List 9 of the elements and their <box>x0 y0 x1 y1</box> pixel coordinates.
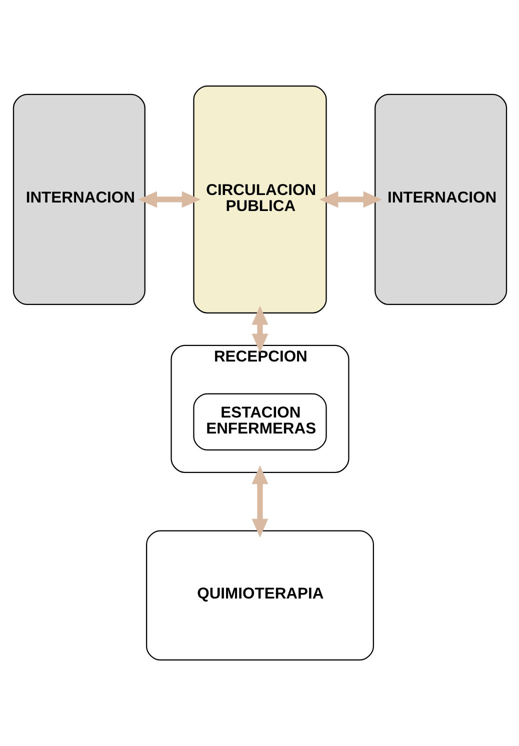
node-box: CIRCULACION PUBLICA <box>192 86 326 314</box>
node-box: QUIMIOTERAPIA <box>146 530 374 660</box>
arrow <box>251 306 268 352</box>
node-box: INTERNACION <box>374 94 507 306</box>
node-box: INTERNACION <box>12 94 145 306</box>
arrow <box>318 191 382 208</box>
arrow <box>251 465 268 538</box>
arrow <box>138 191 200 208</box>
node-box: ESTACION ENFERMERAS <box>192 393 326 450</box>
